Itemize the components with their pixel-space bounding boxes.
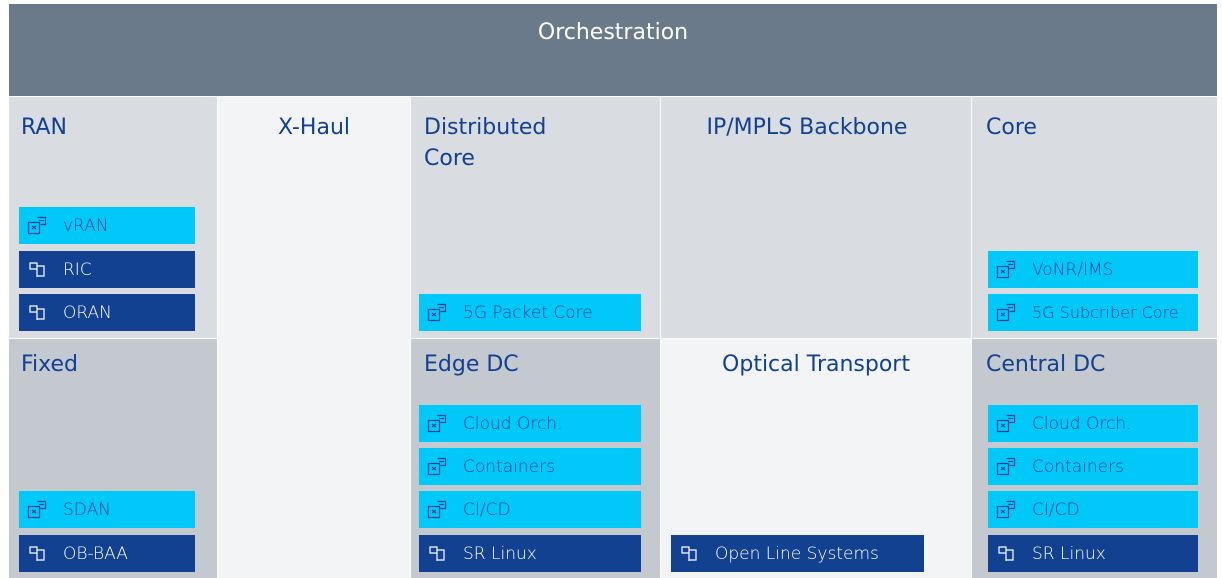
xhaul-title: X-Haul xyxy=(278,115,350,140)
tile-label: OB-BAA xyxy=(63,543,128,564)
fixed-tile-sdan: SDAN xyxy=(19,491,195,528)
edge-dc-tile-containers: Containers xyxy=(419,448,641,485)
cloud-network-icon xyxy=(996,414,1016,434)
tile-label: 5G Packet Core xyxy=(463,302,593,323)
edge-dc-tile-ci-cd: CI/CD xyxy=(419,491,641,528)
fixed-tile-ob-baa: OB-BAA xyxy=(19,535,195,572)
orchestration-bar: Orchestration xyxy=(9,4,1217,96)
tile-label: ORAN xyxy=(63,302,112,323)
distributed-core-title-line2: Core xyxy=(424,146,475,171)
tile-label: vRAN xyxy=(63,215,109,236)
distributed-core-title-line1: Distributed xyxy=(424,115,547,140)
tile-label: Open Line Systems xyxy=(715,543,879,564)
cloud-network-icon xyxy=(427,500,447,520)
cloud-network-icon xyxy=(996,457,1016,477)
tile-label: SDAN xyxy=(63,499,111,520)
central-dc-tile-cloud-orch: Cloud Orch. xyxy=(988,405,1198,442)
edge-dc-tile-sr-linux: SR Linux xyxy=(419,535,641,572)
hardware-stack-icon xyxy=(27,544,47,564)
hardware-stack-icon xyxy=(996,544,1016,564)
central-dc-tile-ci-cd: CI/CD xyxy=(988,491,1198,528)
cloud-network-icon xyxy=(427,457,447,477)
tile-label: Containers xyxy=(1032,456,1124,477)
ip-mpls-title: IP/MPLS Backbone xyxy=(706,115,908,140)
xhaul-cell xyxy=(218,97,410,578)
cloud-network-icon xyxy=(996,260,1016,280)
tile-label: SR Linux xyxy=(1032,543,1106,564)
optical-tile-open-line-systems: Open Line Systems xyxy=(671,535,924,572)
ran-tile-ric: RIC xyxy=(19,251,195,288)
central-dc-tile-containers: Containers xyxy=(988,448,1198,485)
cloud-network-icon xyxy=(427,303,447,323)
tile-label: SR Linux xyxy=(463,543,537,564)
core-tile-vonr-ims: VoNR/IMS xyxy=(988,251,1198,288)
tile-label: RIC xyxy=(63,259,92,280)
cloud-network-icon xyxy=(996,303,1016,323)
hardware-stack-icon xyxy=(427,544,447,564)
hardware-stack-icon xyxy=(27,303,47,323)
ran-tile-vran: vRAN xyxy=(19,207,195,244)
tile-label: CI/CD xyxy=(463,499,511,520)
core-title: Core xyxy=(986,115,1037,140)
hardware-stack-icon xyxy=(679,544,699,564)
central-dc-tile-sr-linux: SR Linux xyxy=(988,535,1198,572)
distributed-core-tile-packet-core: 5G Packet Core xyxy=(419,294,641,331)
ip-mpls-cell xyxy=(661,97,971,338)
edge-dc-title: Edge DC xyxy=(424,352,519,377)
optical-transport-title: Optical Transport xyxy=(722,352,910,377)
orchestration-title: Orchestration xyxy=(537,20,689,45)
fixed-title: Fixed xyxy=(21,352,79,377)
tile-label: Cloud Orch. xyxy=(463,413,563,434)
cloud-network-icon xyxy=(27,500,47,520)
tile-label: CI/CD xyxy=(1032,499,1080,520)
edge-dc-tile-cloud-orch: Cloud Orch. xyxy=(419,405,641,442)
tile-label: 5G Subcriber Core xyxy=(1032,303,1179,322)
cloud-network-icon xyxy=(996,500,1016,520)
cloud-network-icon xyxy=(27,216,47,236)
cloud-network-icon xyxy=(427,414,447,434)
hardware-stack-icon xyxy=(27,260,47,280)
ran-title: RAN xyxy=(21,115,67,140)
core-tile-subscriber-core: 5G Subcriber Core xyxy=(988,294,1198,331)
central-dc-title: Central DC xyxy=(986,352,1106,377)
tile-label: Cloud Orch. xyxy=(1032,413,1132,434)
tile-label: Containers xyxy=(463,456,555,477)
tile-label: VoNR/IMS xyxy=(1032,259,1114,280)
ran-tile-oran: ORAN xyxy=(19,294,195,331)
